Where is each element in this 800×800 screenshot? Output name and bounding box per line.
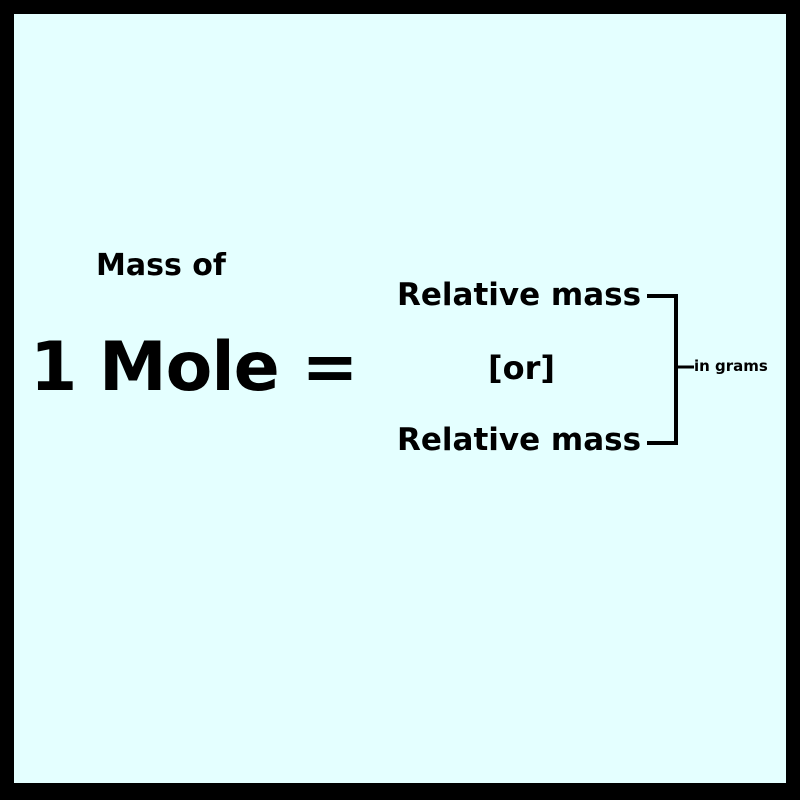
relative-mass-top: Relative mass: [397, 277, 642, 313]
one-mole-label: 1 Mole =: [30, 328, 358, 407]
mass-of-label: Mass of: [96, 248, 226, 283]
or-separator: [or]: [488, 349, 556, 387]
relative-mass-bottom: Relative mass: [397, 422, 642, 458]
in-grams-label: in grams: [694, 357, 768, 375]
